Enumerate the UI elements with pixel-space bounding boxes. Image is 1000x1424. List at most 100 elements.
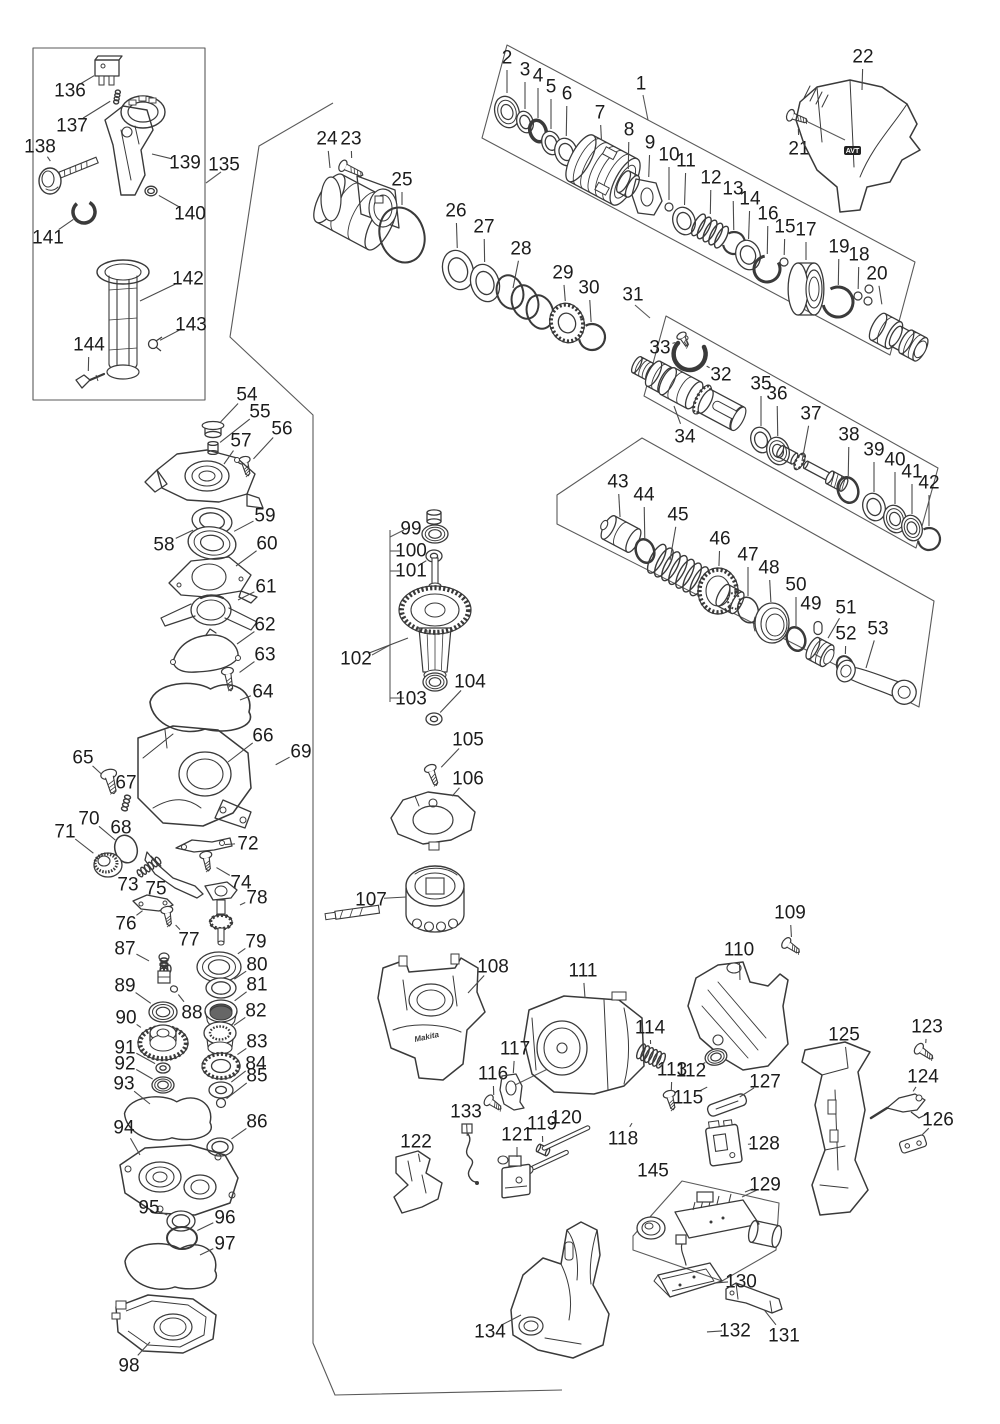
part-label-141: 141 <box>32 228 64 249</box>
part-104-drawing <box>425 712 443 726</box>
part-label-18: 18 <box>848 245 869 266</box>
part-leader-62 <box>236 631 255 645</box>
part-leader-87 <box>136 953 150 962</box>
part-142-drawing <box>96 259 150 380</box>
part-19-drawing <box>821 285 855 319</box>
part-144-drawing <box>75 372 106 389</box>
part-140-drawing <box>144 185 158 197</box>
part-leader-141 <box>58 218 74 231</box>
part-71-drawing <box>93 852 123 878</box>
part-label-88: 88 <box>181 1003 202 1024</box>
part-leader-143 <box>159 329 180 341</box>
part-134-drawing <box>510 1221 610 1359</box>
part-leader-117 <box>512 1060 515 1074</box>
part-label-83: 83 <box>246 1032 267 1053</box>
part-label-34: 34 <box>674 427 696 448</box>
part-leader-58 <box>175 529 194 539</box>
part-label-6: 6 <box>562 84 573 105</box>
part-55-drawing <box>207 440 219 456</box>
part-leader-11 <box>683 172 687 206</box>
part-131-drawing <box>725 1282 783 1314</box>
part-label-122: 122 <box>400 1132 432 1153</box>
part-67-drawing <box>120 794 132 812</box>
svg-text:AVT: AVT <box>846 148 860 155</box>
part-leader-66 <box>227 742 254 763</box>
part-106-drawing <box>390 791 476 851</box>
part-122-drawing <box>393 1150 443 1214</box>
part-leader-76 <box>136 910 143 916</box>
part-leader-82 <box>233 1016 246 1026</box>
part-label-143: 143 <box>175 315 207 336</box>
part-93-drawing <box>123 1096 213 1141</box>
part-label-134: 134 <box>474 1322 506 1343</box>
part-51-drawing <box>805 636 835 668</box>
part-leader-118 <box>629 1122 633 1128</box>
part-leader-115 <box>699 1086 708 1092</box>
part-label-113: 113 <box>657 1060 687 1081</box>
part-label-58: 58 <box>153 535 174 556</box>
decor-ball <box>864 284 874 294</box>
part-leader-44 <box>643 506 646 539</box>
part-leader-63 <box>239 661 255 673</box>
part-label-99: 99 <box>400 519 421 540</box>
part-label-30: 30 <box>578 278 599 299</box>
part-leader-91 <box>136 1052 156 1065</box>
part-leader-71 <box>74 838 94 854</box>
part-65-drawing <box>100 768 118 795</box>
part-label-69: 69 <box>290 742 311 763</box>
part-leader-22 <box>861 68 864 91</box>
part-109-drawing <box>781 937 800 955</box>
part-138-drawing <box>38 156 99 195</box>
part-79-drawing <box>196 951 242 983</box>
part-label-5: 5 <box>546 77 557 98</box>
part-label-138: 138 <box>24 137 56 158</box>
part-label-98: 98 <box>118 1356 139 1377</box>
part-97-drawing <box>124 1242 218 1290</box>
part-leader-14 <box>748 210 751 240</box>
decor-ball <box>863 296 873 306</box>
part-63-drawing <box>220 666 234 692</box>
part-label-140: 140 <box>174 204 206 225</box>
part-91-drawing <box>155 1062 171 1074</box>
part-leader-94 <box>129 1138 141 1156</box>
part-57-drawing <box>144 449 264 509</box>
part-leader-78 <box>239 902 246 906</box>
part-leader-54 <box>220 403 239 423</box>
part-leader-83 <box>237 1047 247 1056</box>
part-label-132: 132 <box>719 1321 751 1342</box>
part-76-drawing <box>132 894 174 912</box>
part-label-142: 142 <box>172 269 204 290</box>
part-label-13: 13 <box>722 179 743 200</box>
part-leader-122 <box>417 1153 421 1163</box>
part-leader-109 <box>790 924 792 938</box>
part-46-drawing <box>697 567 745 615</box>
part-label-129: 129 <box>749 1175 781 1196</box>
part-label-80: 80 <box>246 955 267 976</box>
part-label-85: 85 <box>246 1066 267 1087</box>
part-label-36: 36 <box>766 384 787 405</box>
part-leader-43 <box>618 493 621 518</box>
part-label-139: 139 <box>169 153 201 174</box>
part-130-drawing <box>653 1234 723 1298</box>
part-label-45: 45 <box>667 505 688 526</box>
part-leader-13 <box>732 200 735 231</box>
part-label-49: 49 <box>800 594 821 615</box>
part-leader-98 <box>137 1341 151 1356</box>
part-label-131: 131 <box>768 1326 800 1347</box>
part-label-128: 128 <box>748 1134 780 1155</box>
part-87-drawing <box>157 952 172 984</box>
part-34-drawing <box>630 356 747 432</box>
part-28-drawing <box>495 274 555 330</box>
part-label-89: 89 <box>114 976 135 997</box>
part-98-drawing <box>111 1294 217 1354</box>
part-leader-24 <box>327 150 331 169</box>
part-label-112: 112 <box>676 1061 706 1082</box>
part-53-drawing <box>836 659 917 705</box>
part-111-drawing <box>523 991 645 1095</box>
part-label-2: 2 <box>502 48 513 69</box>
part-label-64: 64 <box>252 682 274 703</box>
part-leader-38 <box>847 446 850 477</box>
part-label-63: 63 <box>254 645 275 666</box>
part-label-29: 29 <box>552 263 573 284</box>
part-label-46: 46 <box>709 529 730 550</box>
